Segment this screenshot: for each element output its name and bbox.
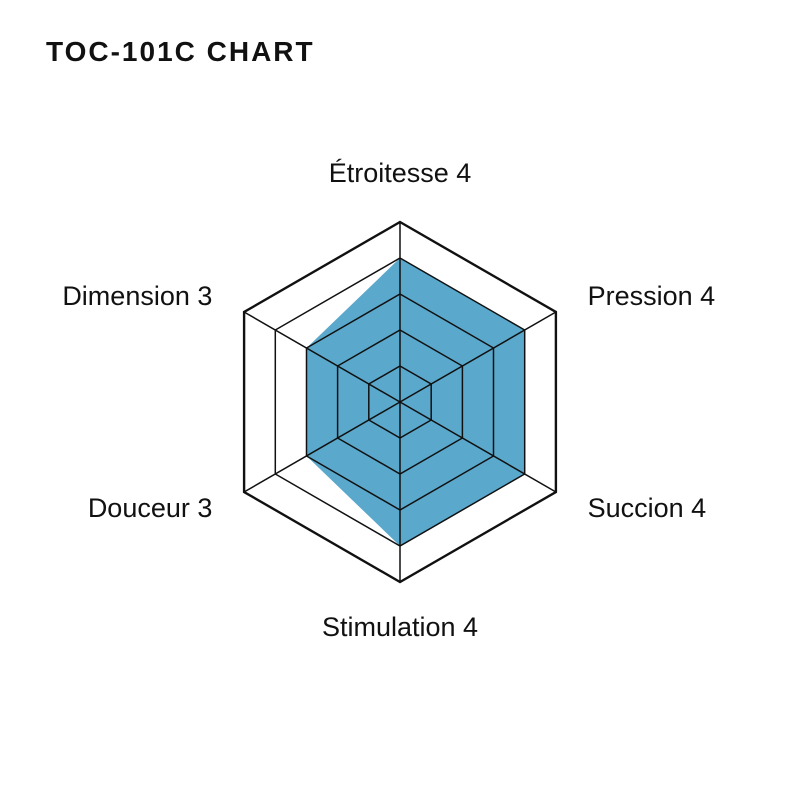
axis-label-etroitesse: Étroitesse 4 xyxy=(329,158,472,188)
radar-grid-layer xyxy=(242,220,558,584)
radar-data-area xyxy=(306,258,525,546)
grid-spoke-2 xyxy=(399,311,557,403)
axis-label-pression: Pression 4 xyxy=(588,281,716,311)
grid-spoke-6 xyxy=(243,311,401,403)
axis-label-stimulation: Stimulation 4 xyxy=(322,612,478,642)
grid-spoke-5 xyxy=(243,401,401,493)
axis-label-succion: Succion 4 xyxy=(588,493,707,523)
radar-label-layer: Étroitesse 4 Pression 4 Succion 4 Stimulati… xyxy=(62,158,715,642)
grid-spoke-3 xyxy=(399,401,557,493)
axis-label-douceur: Douceur 3 xyxy=(88,493,213,523)
radar-fill-layer xyxy=(306,258,525,546)
axis-label-dimension: Dimension 3 xyxy=(62,281,212,311)
chart-title: TOC-101C CHART xyxy=(46,36,315,67)
